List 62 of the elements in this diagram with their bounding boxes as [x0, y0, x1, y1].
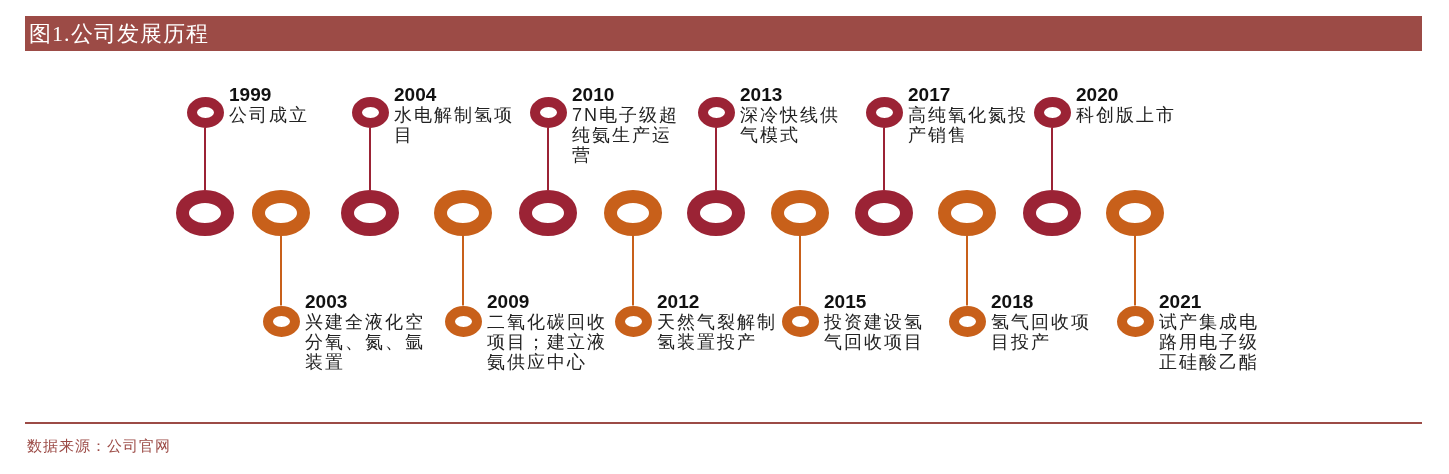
year-label: 2021 — [1159, 292, 1202, 312]
timeline-ring — [687, 190, 745, 236]
milestone-text: 氢气回收项目投产 — [991, 312, 1092, 352]
connector-line — [632, 235, 634, 307]
milestone-text: 试产集成电路用电子级正硅酸乙酯 — [1159, 312, 1260, 372]
milestone-text: 二氧化碳回收项目；建立液氨供应中心 — [487, 312, 608, 372]
year-label: 2009 — [487, 292, 530, 312]
timeline-ring — [1106, 190, 1164, 236]
timeline-ring — [604, 190, 662, 236]
milestone-text: 投资建设氢气回收项目 — [824, 312, 925, 352]
connector-line — [966, 235, 968, 307]
connector-line — [462, 235, 464, 307]
milestone-ring — [529, 96, 567, 128]
figure-title: 图1.公司发展历程 — [29, 20, 209, 48]
milestone-ring — [262, 305, 300, 337]
connector-line — [369, 126, 371, 191]
year-label: 2004 — [394, 85, 437, 105]
milestone-ring — [351, 96, 389, 128]
year-label: 2012 — [657, 292, 700, 312]
connector-line — [280, 235, 282, 307]
year-label: 2013 — [740, 85, 783, 105]
connector-line — [883, 126, 885, 191]
connector-line — [1134, 235, 1136, 307]
timeline-ring — [519, 190, 577, 236]
source-note: 数据来源：公司官网 — [27, 437, 171, 456]
timeline-ring — [341, 190, 399, 236]
connector-line — [715, 126, 717, 191]
milestone-text: 天然气裂解制氢装置投产 — [657, 312, 778, 352]
milestone-ring — [697, 96, 735, 128]
timeline-ring — [1023, 190, 1081, 236]
year-label: 2003 — [305, 292, 348, 312]
timeline-ring — [176, 190, 234, 236]
milestone-ring — [1116, 305, 1154, 337]
milestone-ring — [444, 305, 482, 337]
year-label: 2020 — [1076, 85, 1119, 105]
timeline-ring — [252, 190, 310, 236]
milestone-text: 科创版上市 — [1076, 105, 1177, 125]
timeline-ring — [771, 190, 829, 236]
milestone-ring — [865, 96, 903, 128]
year-label: 2017 — [908, 85, 951, 105]
milestone-text: 公司成立 — [229, 105, 310, 125]
connector-line — [799, 235, 801, 307]
year-label: 1999 — [229, 85, 272, 105]
milestone-ring — [186, 96, 224, 128]
timeline-ring — [434, 190, 492, 236]
year-label: 2010 — [572, 85, 615, 105]
milestone-ring — [948, 305, 986, 337]
milestone-text: 兴建全液化空分氧、氮、氩装置 — [305, 312, 426, 372]
timeline-ring — [938, 190, 996, 236]
year-label: 2015 — [824, 292, 867, 312]
milestone-ring — [781, 305, 819, 337]
milestone-text: 7N电子级超纯氨生产运营 — [572, 105, 680, 165]
milestone-text: 水电解制氢项目 — [394, 105, 515, 145]
connector-line — [204, 126, 206, 191]
connector-line — [1051, 126, 1053, 191]
milestone-ring — [1033, 96, 1071, 128]
year-label: 2018 — [991, 292, 1034, 312]
milestone-ring — [614, 305, 652, 337]
timeline-ring — [855, 190, 913, 236]
connector-line — [547, 126, 549, 191]
milestone-text: 高纯氧化氮投产销售 — [908, 105, 1029, 145]
milestone-text: 深冷快线供气模式 — [740, 105, 841, 145]
